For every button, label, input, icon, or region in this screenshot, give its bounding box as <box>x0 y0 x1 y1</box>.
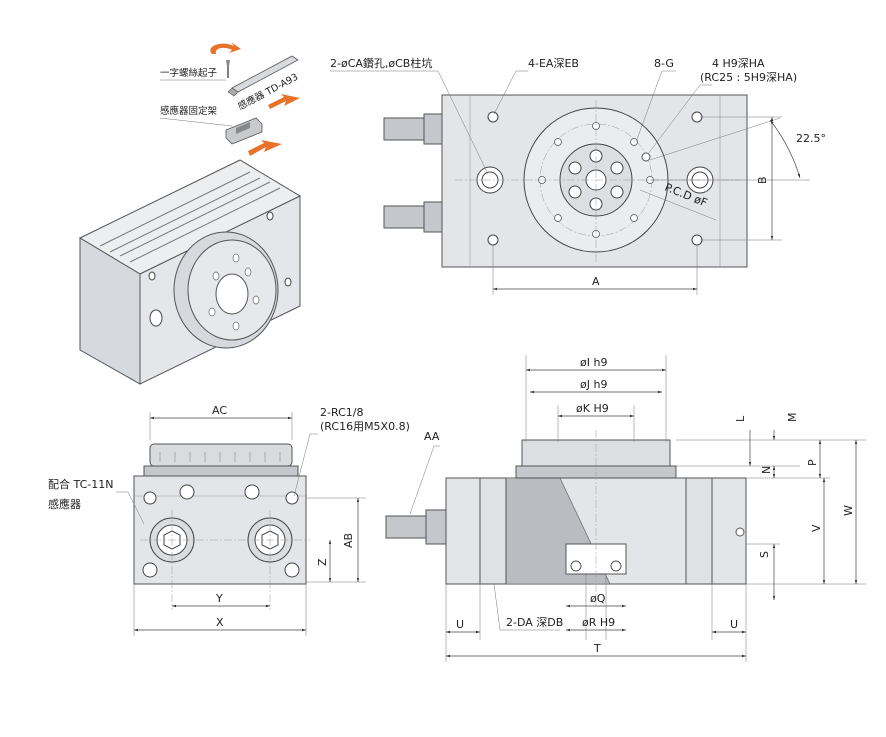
callout-ha-1: 4 H9深HA <box>712 57 765 70</box>
callout-ha-2: (RC25 : 5H9深HA) <box>700 71 797 84</box>
mate-label: 配合 TC-11N <box>48 477 113 491</box>
bracket-label: 感應器固定架 <box>160 105 218 117</box>
callout-ea-eb: 4-EA深EB <box>528 57 579 70</box>
sensor-label: 感應器 TD-A93 <box>236 71 300 113</box>
front-sensor-label: 感應器 <box>48 497 81 511</box>
dim-s: S <box>758 551 771 558</box>
dim-m: M <box>786 413 799 423</box>
dim-ab: AB <box>342 533 355 548</box>
callout-rc-2: (RC16用M5X0.8) <box>320 420 410 433</box>
dim-a: A <box>592 275 600 288</box>
orange-arrow-icon <box>268 94 300 109</box>
dim-aa: AA <box>424 430 440 443</box>
rotate-arrow-icon <box>210 42 241 54</box>
sensor-rod-icon <box>227 55 299 97</box>
dim-q: øQ <box>590 592 606 605</box>
dim-v: V <box>810 524 823 532</box>
dim-j: øJ h9 <box>580 378 607 391</box>
screwdriver-label: 一字螺絲起子 <box>160 67 218 79</box>
dim-k: øK H9 <box>576 402 609 415</box>
callout-rc-1: 2-RC1/8 <box>320 406 363 419</box>
side-view: AA øI h9 øJ h9 øK H9 L M N P V W S <box>385 355 866 662</box>
isometric-view: 一字螺絲起子 感應器 TD-A93 感應器固定架 <box>78 42 302 385</box>
top-view: 2-øCA鑽孔,øCB柱坑 4-EA深EB 8-G 4 H9深HA (RC25 … <box>330 56 826 295</box>
dim-z: Z <box>316 558 329 566</box>
angle-label: 22.5° <box>796 132 826 145</box>
dim-i: øI h9 <box>580 356 607 369</box>
dim-u-right: U <box>730 618 738 631</box>
screwdriver-icon <box>226 60 230 78</box>
callout-g: 8-G <box>654 57 674 70</box>
bracket-icon <box>225 117 263 145</box>
dim-y: Y <box>215 592 223 605</box>
dim-ac: AC <box>212 404 227 417</box>
dim-u-left: U <box>456 618 464 631</box>
dim-b: B <box>756 176 769 184</box>
callout-ca-cb: 2-øCA鑽孔,øCB柱坑 <box>330 56 432 70</box>
dim-r: øR H9 <box>582 616 615 629</box>
dim-l: L <box>734 415 747 422</box>
dim-x: X <box>216 616 224 629</box>
front-view: AC 2-RC1/8 (RC16用M5X0.8) 配合 TC-11N 感應器 A… <box>48 404 410 636</box>
dim-w: W <box>842 505 855 516</box>
dim-n: N <box>760 466 773 474</box>
dim-p: P <box>806 459 819 466</box>
front-table <box>149 443 293 467</box>
dim-t: T <box>593 642 601 655</box>
dim-da: 2-DA 深DB <box>506 616 563 629</box>
orange-arrow-icon <box>248 140 282 156</box>
